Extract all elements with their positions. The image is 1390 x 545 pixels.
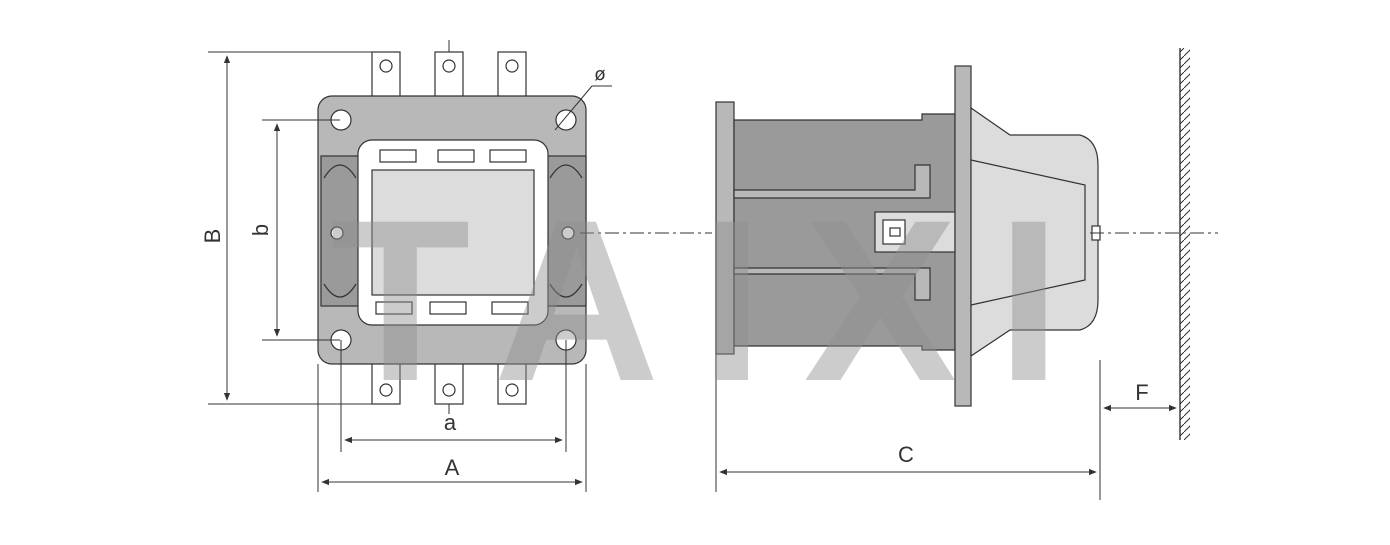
mounting-wall (1179, 48, 1190, 440)
dimension-label-A: A (445, 455, 460, 480)
bottom-slots (375, 301, 529, 315)
front-view (317, 51, 587, 405)
side-view (715, 65, 1101, 407)
top-terminals (371, 51, 527, 99)
side-rear-cone (970, 106, 1099, 358)
side-dimensions (715, 232, 1218, 500)
mounting-holes (330, 109, 577, 351)
dimension-label-C: C (898, 442, 914, 467)
bottom-terminals (371, 361, 527, 405)
dimension-label-B: B (200, 229, 225, 244)
dimension-label-b: b (248, 224, 273, 236)
dimension-label-a: a (444, 410, 457, 435)
front-dimensions (208, 40, 712, 492)
dimension-label-F: F (1135, 380, 1148, 405)
top-slots (379, 149, 527, 163)
watermark-logo: TAIXI (330, 172, 1101, 429)
dimension-label-diameter: ø (594, 64, 605, 85)
